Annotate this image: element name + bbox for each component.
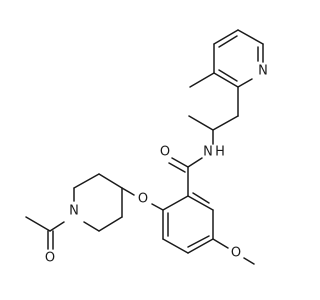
carbonyl-oxygen-label: O xyxy=(160,145,170,160)
bond xyxy=(162,238,189,254)
bond xyxy=(98,173,123,189)
bond xyxy=(171,157,189,168)
piperidine-nitrogen-label: N xyxy=(69,204,79,219)
bond xyxy=(218,35,238,48)
methoxy-oxygen-label: O xyxy=(231,246,241,261)
bond xyxy=(237,78,253,88)
bond xyxy=(187,238,214,254)
pyridine-nitrogen-label: N xyxy=(258,64,268,79)
bond xyxy=(83,221,100,232)
ether-oxygen-label: O xyxy=(138,192,148,207)
bond xyxy=(187,235,210,248)
bond xyxy=(213,29,239,45)
bond xyxy=(212,115,239,131)
atom-labels: N N H O O O N O xyxy=(45,64,268,266)
acetyl-oxygen-label: O xyxy=(45,251,55,266)
bond xyxy=(212,238,229,249)
structure-svg: N N H O O O N O xyxy=(25,29,268,266)
bond xyxy=(188,115,214,131)
amide-hydrogen-label: H xyxy=(215,145,225,160)
bond xyxy=(192,192,210,204)
bond xyxy=(162,195,189,211)
bond xyxy=(73,173,100,189)
bond xyxy=(121,187,135,196)
bond xyxy=(187,157,203,168)
bond xyxy=(98,216,123,232)
amide-nitrogen-label: N xyxy=(203,145,213,160)
bonds xyxy=(25,29,264,265)
bond xyxy=(168,162,186,173)
bond xyxy=(25,216,51,232)
bond xyxy=(243,257,255,265)
molecule-structure-diagram: N N H O O O N O xyxy=(25,29,268,266)
bond xyxy=(237,29,264,45)
bond xyxy=(189,72,215,88)
bond xyxy=(49,221,65,232)
bond xyxy=(213,72,239,88)
bond xyxy=(151,203,164,211)
bond xyxy=(187,195,214,211)
bond xyxy=(218,69,238,82)
